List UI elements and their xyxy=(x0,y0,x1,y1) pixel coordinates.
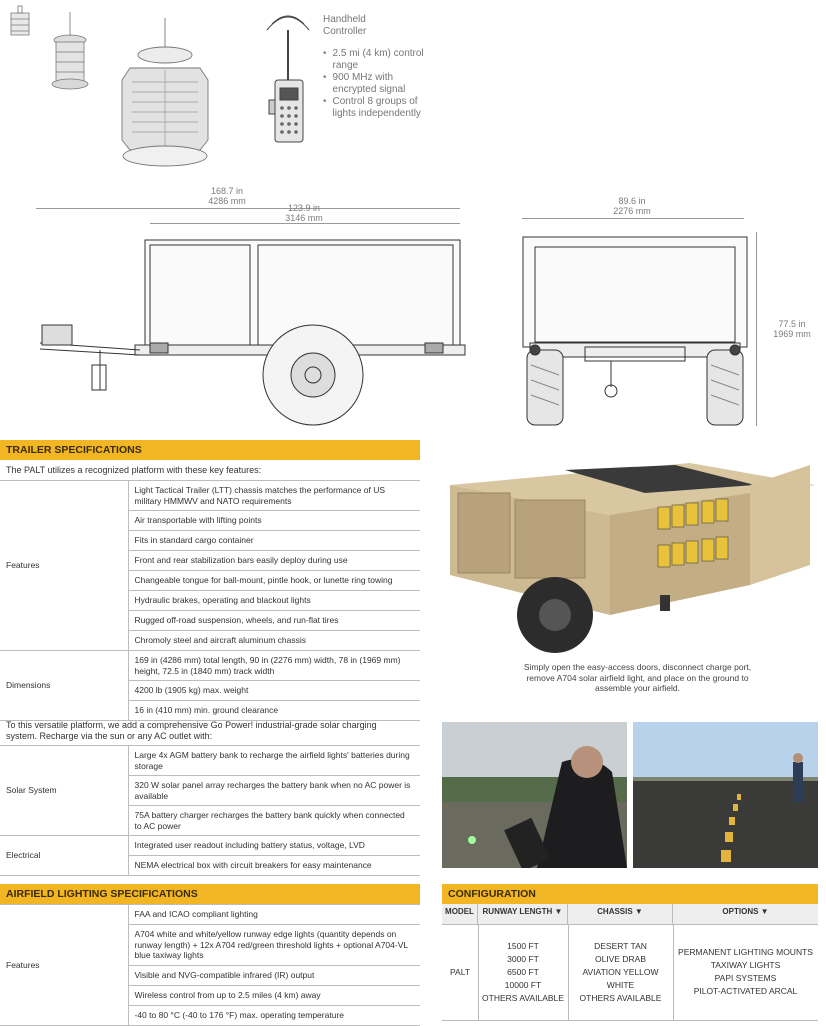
col-chassis[interactable]: CHASSIS ▼ xyxy=(568,904,673,924)
list-item: 1500 FT xyxy=(507,941,539,951)
controller-bullet: •Control 8 groups of lights independentl… xyxy=(323,96,421,119)
spec-item: 320 W solar panel array recharges the ba… xyxy=(128,775,420,806)
table-row: Solar System Large 4x AGM battery bank t… xyxy=(0,745,420,836)
configuration-heading: CONFIGURATION xyxy=(442,884,818,904)
list-item: 10000 FT xyxy=(504,980,542,990)
controller-bullet: •2.5 mi (4 km) control range xyxy=(323,48,424,71)
table-row: Electrical Integrated user readout inclu… xyxy=(0,835,420,876)
list-item: PERMANENT LIGHTING MOUNTS xyxy=(678,947,813,957)
spec-item: A704 white and white/yellow runway edge … xyxy=(128,924,420,965)
col-options[interactable]: OPTIONS ▼ xyxy=(722,907,769,916)
spec-category: Electrical xyxy=(0,835,129,876)
list-item: OTHERS AVAILABLE xyxy=(482,993,564,1003)
spec-item: 169 in (4286 mm) total length, 90 in (22… xyxy=(128,650,420,681)
table-row: Wireless control from up to 2.5 miles (4… xyxy=(0,984,420,1005)
medium-light-drawing xyxy=(51,12,89,90)
solar-specs-table: Solar System Large 4x AGM battery bank t… xyxy=(0,745,420,876)
list-item: OTHERS AVAILABLE xyxy=(579,993,662,1003)
solar-intro: To this versatile platform, we add a com… xyxy=(6,720,377,741)
spec-item: Fits in standard cargo container xyxy=(128,530,420,551)
spec-item: Changeable tongue for ball-mount, pintle… xyxy=(128,570,420,591)
airfield-specs-heading: AIRFIELD LIGHTING SPECIFICATIONS xyxy=(0,884,420,904)
spec-item: Rugged off-road suspension, wheels, and … xyxy=(128,610,420,631)
trailer-rear-view-drawing xyxy=(522,236,748,426)
table-row: Features Light Tactical Trailer (LTT) ch… xyxy=(0,480,420,651)
spec-item: Hydraulic brakes, operating and blackout… xyxy=(128,590,420,611)
list-item: PILOT-ACTIVATED ARCAL xyxy=(693,986,798,996)
controller-in-use-photo xyxy=(442,722,627,868)
airfield-light-illustrations xyxy=(0,0,260,167)
controller-bullet: •900 MHz with encrypted signal xyxy=(323,72,406,95)
spec-item: 75A battery charger recharges the batter… xyxy=(128,805,420,836)
table-row: Fits in standard cargo container xyxy=(0,530,420,551)
table-row: Rugged off-road suspension, wheels, and … xyxy=(0,610,420,631)
spec-item: 4200 lb (1905 kg) max. weight xyxy=(128,680,420,701)
list-item: OLIVE DRAB xyxy=(594,954,647,964)
config-runway-lengths: 1500 FT 3000 FT 6500 FT 10000 FT OTHERS … xyxy=(478,940,568,1005)
table-row: 75A battery charger recharges the batter… xyxy=(0,805,420,836)
spec-item: Wireless control from up to 2.5 miles (4… xyxy=(128,984,420,1005)
table-row: Changeable tongue for ball-mount, pintle… xyxy=(0,570,420,591)
controller-title: Handheld Controller xyxy=(323,14,367,37)
table-row: Features FAA and ICAO compliant lighting xyxy=(0,904,420,1025)
spec-category: Features xyxy=(0,904,129,1025)
runway-lights-photo xyxy=(633,722,818,868)
spec-item: -40 to 80 °C (-40 to 176 °F) max. operat… xyxy=(128,1004,420,1025)
spec-item: Visible and NVG-compatible infrared (IR)… xyxy=(128,964,420,985)
spec-item: Light Tactical Trailer (LTT) chassis mat… xyxy=(128,480,420,511)
list-item: WHITE xyxy=(606,980,635,990)
config-model: PALT xyxy=(450,967,470,977)
trailer-specs-table: Features Light Tactical Trailer (LTT) ch… xyxy=(0,480,420,721)
col-runway-length[interactable]: RUNWAY LENGTH ▼ xyxy=(478,904,568,924)
table-row: 320 W solar panel array recharges the ba… xyxy=(0,775,420,806)
trailer-photo-caption: Simply open the easy-access doors, disco… xyxy=(523,662,752,693)
large-light-drawing xyxy=(121,18,209,167)
table-row: Chromoly steel and aircraft aluminum cha… xyxy=(0,630,420,651)
spec-item: NEMA electrical box with circuit breaker… xyxy=(128,855,420,876)
spec-item: Front and rear stabilization bars easily… xyxy=(128,550,420,571)
table-row: Hydraulic brakes, operating and blackout… xyxy=(0,590,420,611)
list-item: DESERT TAN xyxy=(594,941,647,951)
spec-category: Dimensions xyxy=(0,650,129,721)
configuration-header-row: MODEL RUNWAY LENGTH ▼ CHASSIS ▼ OPTIONS … xyxy=(442,904,818,924)
list-item: 6500 FT xyxy=(507,967,539,977)
table-row: Front and rear stabilization bars easily… xyxy=(0,550,420,571)
trailer-photo xyxy=(440,445,820,660)
list-item: PAPI SYSTEMS xyxy=(714,973,777,983)
list-item: AVIATION YELLOW xyxy=(582,967,659,977)
trailer-specs-intro: The PALT utilizes a recognized platform … xyxy=(6,465,262,475)
controller-drawing xyxy=(0,0,260,26)
controller-info: Handheld Controller •2.5 mi (4 km) contr… xyxy=(323,14,433,120)
list-item: TAXIWAY LIGHTS xyxy=(710,960,781,970)
trailer-side-view-drawing xyxy=(39,239,466,426)
table-row: Dimensions 169 in (4286 mm) total length… xyxy=(0,650,420,721)
spec-category: Solar System xyxy=(0,745,129,836)
small-light-drawing xyxy=(10,5,30,36)
trailer-specs-heading: TRAILER SPECIFICATIONS xyxy=(0,440,420,460)
table-row: Visible and NVG-compatible infrared (IR)… xyxy=(0,964,420,985)
spec-item: Large 4x AGM battery bank to recharge th… xyxy=(128,745,420,776)
table-row: Air transportable with lifting points xyxy=(0,510,420,531)
col-model: MODEL xyxy=(442,904,478,924)
spec-item: Integrated user readout including batter… xyxy=(128,835,420,856)
spec-item: Chromoly steel and aircraft aluminum cha… xyxy=(128,630,420,651)
config-chassis: DESERT TAN OLIVE DRAB AVIATION YELLOW WH… xyxy=(568,940,673,1005)
handheld-controller-drawing xyxy=(266,15,310,143)
list-item: 3000 FT xyxy=(507,954,539,964)
spec-item: 16 in (410 mm) min. ground clearance xyxy=(128,700,420,721)
airfield-specs-table: Features FAA and ICAO compliant lighting… xyxy=(0,904,420,1026)
spec-item: FAA and ICAO compliant lighting xyxy=(128,904,420,925)
table-row: 4200 lb (1905 kg) max. weight xyxy=(0,680,420,701)
table-row: NEMA electrical box with circuit breaker… xyxy=(0,855,420,876)
table-row: 16 in (410 mm) min. ground clearance xyxy=(0,700,420,721)
table-row: A704 white and white/yellow runway edge … xyxy=(0,924,420,965)
config-options: PERMANENT LIGHTING MOUNTS TAXIWAY LIGHTS… xyxy=(673,946,818,998)
spec-item: Air transportable with lifting points xyxy=(128,510,420,531)
spec-category: Features xyxy=(0,480,129,651)
